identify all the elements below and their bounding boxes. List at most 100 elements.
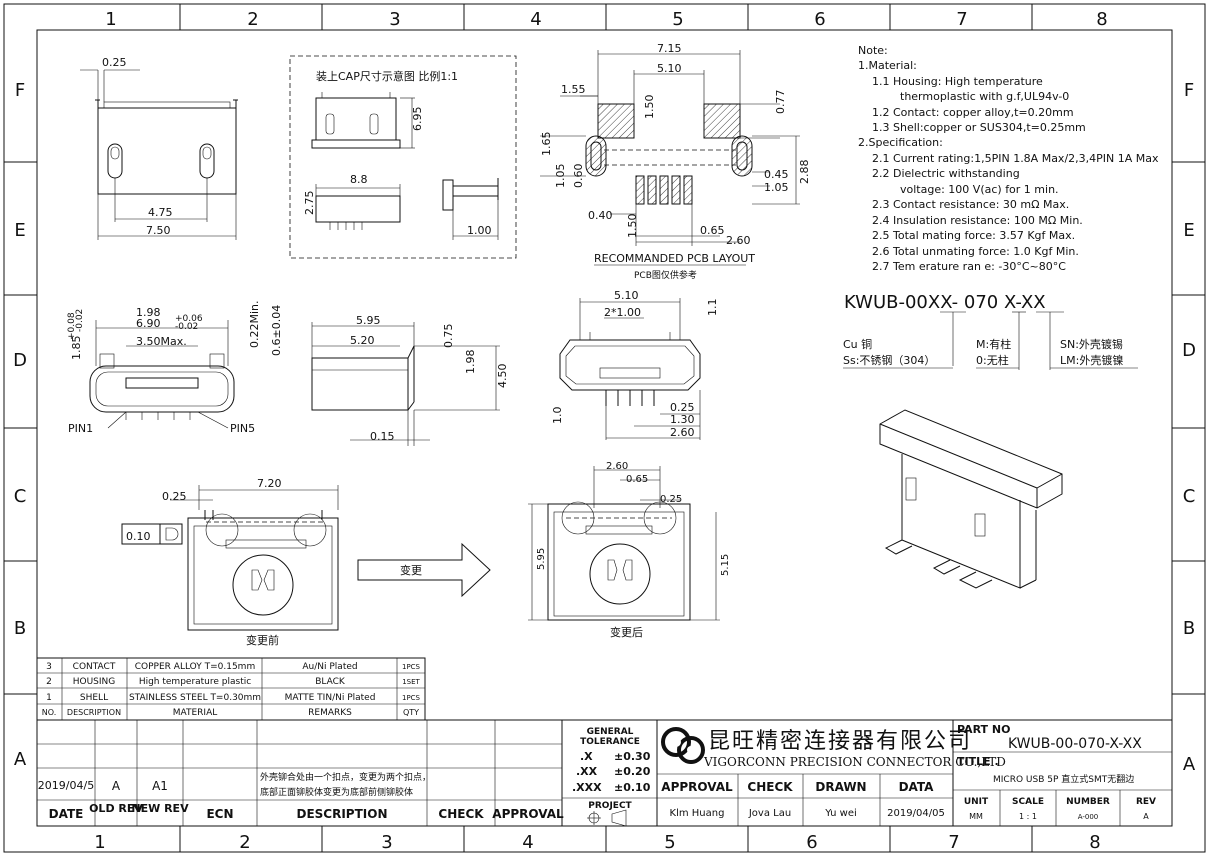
- note-line: 1.2 Contact: copper alloy,t=0.20mm: [872, 106, 1074, 119]
- bom-header: QTY: [403, 708, 419, 717]
- projection-symbol-icon: [587, 809, 627, 827]
- col-label: 1: [105, 9, 116, 30]
- bom-no: 3: [46, 662, 52, 672]
- signoff-check: Jova Lau: [748, 808, 791, 819]
- bom-no: 2: [46, 677, 52, 687]
- dim-label: 7.50: [146, 224, 171, 237]
- note-line: 2.5 Total mating force: 3.57 Kgf Max.: [872, 229, 1075, 242]
- view-pcb-layout: 7.15 5.10 1.55 1.50 0.77 1.65 1.05 0.60 …: [540, 42, 811, 281]
- company-logo-icon: [661, 727, 705, 764]
- tol-value: ±0.20: [614, 765, 651, 778]
- cap-title: 装上CAP尺寸示意图 比例1:1: [316, 69, 458, 83]
- pcb-caption: RECOMMANDED PCB LAYOUT: [594, 252, 755, 265]
- change-arrow: 变更: [357, 542, 491, 598]
- row-label: F: [15, 80, 25, 101]
- dim-label: 2.88: [798, 160, 811, 185]
- after-label: 变更后: [610, 625, 643, 639]
- bom-header: NO.: [42, 708, 57, 717]
- bom-header: REMARKS: [308, 708, 352, 718]
- tolerance-block: GENERAL TOLERANCE .X ±0.30 .XX ±0.20 .XX…: [561, 719, 658, 827]
- note-line: 1.Material:: [858, 59, 917, 72]
- unit-header: UNIT: [964, 797, 989, 807]
- dim-label: 1.1: [706, 299, 719, 317]
- col-label: 3: [381, 832, 392, 853]
- row-label: C: [1183, 486, 1196, 507]
- dim-label: 2.60: [606, 461, 628, 472]
- notes-title: Note:: [858, 44, 888, 57]
- note-line: 2.1 Current rating:1,5PIN 1.8A Max/2,3,4…: [872, 152, 1159, 165]
- dim-label: 0.25: [670, 401, 695, 414]
- dim-label: 2.75: [303, 191, 316, 216]
- dim-label: 6.90: [136, 317, 161, 330]
- column-labels-bottom: 1 2 3 4 5 6 7 8: [94, 832, 1100, 853]
- dim-label: 6.95: [411, 107, 424, 132]
- dim-label: 0.40: [588, 209, 613, 222]
- row-label: E: [14, 220, 25, 241]
- title-block: PART NO KWUB-00-070-X-XX TITLE . MICRO U…: [952, 719, 1173, 827]
- tol-title: TOLERANCE: [580, 737, 640, 747]
- dim-label: 1.85: [70, 336, 83, 361]
- row-labels-right: F E D C B A: [1182, 80, 1196, 775]
- legend-lm: LM:外壳镀镍: [1060, 353, 1123, 367]
- note-line: 1.3 Shell:copper or SUS304,t=0.25mm: [872, 121, 1086, 134]
- title-header: TITLE .: [957, 755, 999, 768]
- bom-no: 1: [46, 693, 52, 703]
- signoff-data-header: DATA: [899, 780, 935, 794]
- pcb-subcaption: PCB图仅供参考: [634, 269, 697, 281]
- col-label: 8: [1096, 9, 1107, 30]
- view-after: 2.60 0.65 0.25 5.95 5.15 变更后: [528, 461, 731, 639]
- signoff-data: 2019/04/05: [887, 808, 945, 819]
- company-name-cn: 昆旺精密连接器有限公司: [708, 729, 972, 754]
- note-line: thermoplastic with g.f,UL94v-0: [900, 90, 1069, 103]
- view-before: 7.20 0.25 0.10 变更前: [121, 477, 339, 647]
- bom-mat: COPPER ALLOY T=0.15mm: [135, 662, 255, 672]
- note-line: voltage: 100 V(ac) for 1 min.: [900, 183, 1059, 196]
- note-line: 2.3 Contact resistance: 30 mΩ Max.: [872, 198, 1069, 211]
- bom-qty: 1SET: [402, 678, 420, 686]
- signoff-drawn: Yu wei: [824, 808, 857, 819]
- dim-label: 1.50: [626, 214, 639, 239]
- dim-label: 2*1.00: [604, 306, 641, 319]
- row-label: A: [1183, 754, 1196, 775]
- legend-sn: SN:外壳镀锡: [1060, 337, 1123, 351]
- row-label: D: [1182, 340, 1196, 361]
- tol-key: .XXX: [572, 781, 602, 794]
- signoff-check-header: CHECK: [747, 780, 793, 794]
- bom-header: DESCRIPTION: [67, 708, 121, 717]
- part-code: KWUB-00XX- 070 X-XX: [844, 292, 1046, 313]
- col-label: 4: [522, 832, 533, 853]
- tol-project: PROJECT: [588, 801, 632, 811]
- dim-label: 1.50: [643, 95, 656, 120]
- flatness-tolerance: 0.10: [126, 530, 151, 543]
- dim-label: 7.15: [657, 42, 682, 55]
- view-isometric: [879, 409, 1063, 589]
- col-label: 7: [948, 832, 959, 853]
- dim-label: 2.60: [670, 426, 695, 439]
- unit-value: MM: [969, 812, 983, 821]
- note-line: 2.2 Dielectric withstanding: [872, 167, 1020, 180]
- col-label: 4: [530, 9, 541, 30]
- bom-table: 3 CONTACT COPPER ALLOY T=0.15mm Au/Ni Pl…: [36, 657, 426, 721]
- col-label: 8: [1089, 832, 1100, 853]
- tol-value: ±0.10: [614, 781, 651, 794]
- row-labels-left: F E D C B A: [13, 80, 27, 770]
- number-header: NUMBER: [1066, 797, 1110, 807]
- bom-mat: STAINLESS STEEL T=0.30mm: [129, 693, 261, 703]
- col-label: 1: [94, 832, 105, 853]
- dim-label: 1.30: [670, 413, 695, 426]
- rev-new: A1: [152, 779, 168, 793]
- rev-header-date: DATE: [49, 807, 84, 821]
- drawing-title: MICRO USB 5P 直立式SMT无翻边: [993, 773, 1134, 785]
- row-label: B: [1183, 618, 1195, 639]
- view-side: 5.95 5.20 0.75 1.98 4.50 0.15: [311, 314, 509, 446]
- rev-desc-line: 底部正面铆胶体变更为底部前侧铆胶体: [260, 786, 413, 798]
- dim-label: 0.25: [102, 56, 127, 69]
- bom-qty: 1PCS: [402, 694, 421, 702]
- dim-label: 0.75: [442, 324, 455, 349]
- number-value: A-000: [1078, 813, 1099, 821]
- note-line: 2.Specification:: [858, 136, 943, 149]
- before-label: 变更前: [246, 633, 279, 647]
- rev-desc-line: 外壳铆合处由一个扣点，变更为两个扣点，: [260, 771, 431, 783]
- dim-label: 4.75: [148, 206, 173, 219]
- rev-date: 2019/04/5: [38, 779, 94, 792]
